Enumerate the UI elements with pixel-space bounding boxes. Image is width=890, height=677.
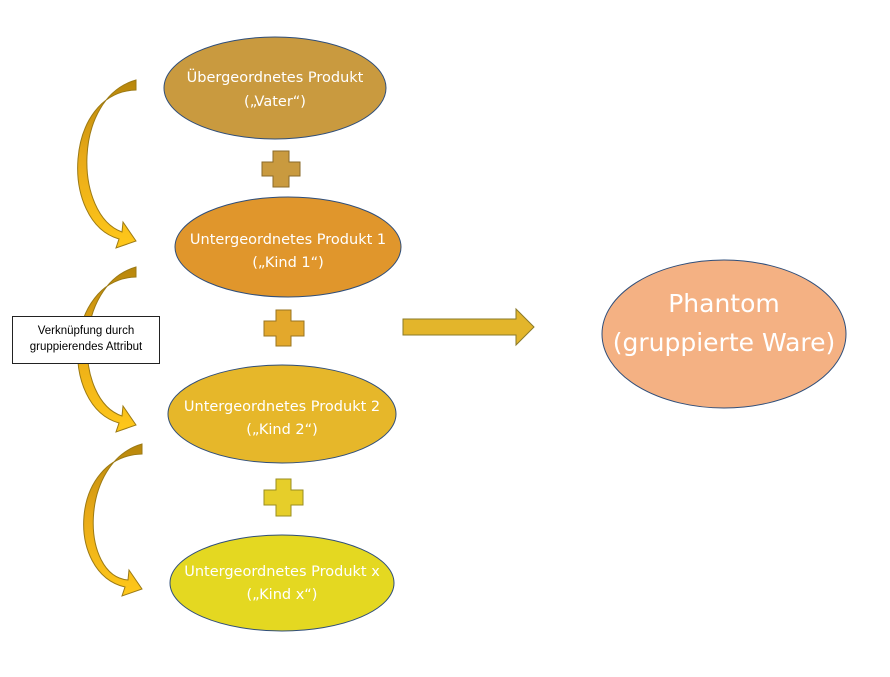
curved-arrow-3 [83, 443, 143, 597]
plus-icon [263, 309, 305, 347]
node-ellipse [167, 364, 397, 464]
node-label-line1: Übergeordnetes Produkt [187, 68, 364, 86]
curved-arrow-1 [77, 79, 137, 249]
node-parent-product: Übergeordnetes Produkt („Vater“) [163, 36, 387, 140]
node-label-line1: Untergeordnetes Produkt 2 [184, 399, 380, 415]
node-label-line1: Phantom [668, 289, 780, 318]
node-ellipse [169, 534, 395, 632]
node-child-product-2: Untergeordnetes Produkt 2 („Kind 2“) [167, 364, 397, 464]
node-child-product-x: Untergeordnetes Produkt x („Kind x“) [169, 534, 395, 632]
node-label-line1: Untergeordnetes Produkt 1 [190, 232, 386, 248]
node-ellipse [174, 196, 402, 298]
node-phantom: Phantom (gruppierte Ware) [601, 259, 847, 409]
node-ellipse [163, 36, 387, 140]
node-label-line2: („Kind x“) [247, 587, 318, 603]
node-label-line1: Untergeordnetes Produkt x [184, 564, 380, 580]
callout-line1: Verknüpfung durch [37, 325, 135, 338]
node-label-line2: („Vater“) [244, 94, 306, 110]
node-label-line2: („Kind 1“) [252, 255, 324, 271]
node-label-line2: („Kind 2“) [246, 422, 318, 438]
node-label-line2: (gruppierte Ware) [613, 328, 836, 357]
plus-icon [261, 150, 301, 188]
grouping-attribute-callout: Verknüpfung durch gruppierendes Attribut [12, 316, 160, 364]
arrow-right-icon [402, 307, 535, 347]
node-child-product-1: Untergeordnetes Produkt 1 („Kind 1“) [174, 196, 402, 298]
plus-icon [263, 478, 304, 517]
callout-line2: gruppierendes Attribut [29, 341, 143, 353]
node-ellipse [601, 259, 847, 409]
